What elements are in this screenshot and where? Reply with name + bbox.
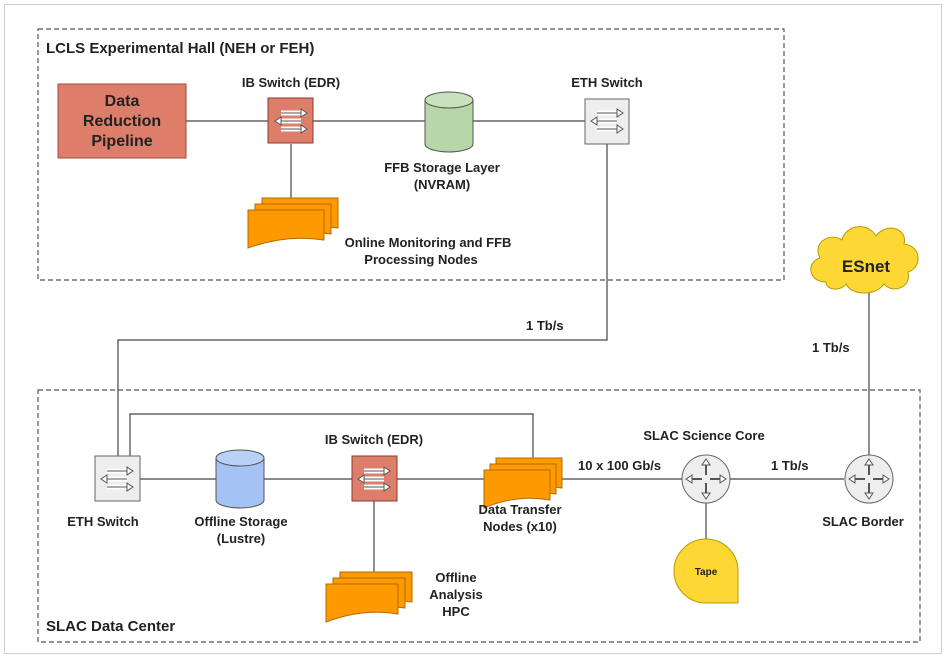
eth-switch-hall-node: ETH Switch (571, 75, 643, 145)
pipeline-label-2: Reduction (83, 113, 161, 130)
esnet-label: ESnet (842, 257, 891, 276)
link-hall-to-dc (117, 144, 608, 456)
eth-switch-hall-label: ETH Switch (571, 75, 643, 90)
ffb-storage-icon (424, 100, 474, 153)
tape-label: Tape (695, 567, 718, 578)
offline-storage-label-2: (Lustre) (217, 531, 265, 546)
dtn-label-1: Data Transfer (478, 502, 561, 517)
online-monitoring-nodes: Online Monitoring and FFB Processing Nod… (247, 197, 512, 267)
ffb-storage-node: FFB Storage Layer (NVRAM) (384, 91, 500, 192)
tape-node: Tape (673, 538, 739, 604)
ib-switch-dc-label: IB Switch (EDR) (325, 432, 423, 447)
esnet-cloud-icon (810, 226, 919, 294)
esnet-node: ESnet (810, 226, 919, 294)
region-title-datacenter: SLAC Data Center (46, 618, 175, 635)
data-transfer-nodes: Data Transfer Nodes (x10) (478, 457, 563, 534)
link-eth-to-dtn-top (129, 413, 534, 460)
online-nodes-icon (247, 209, 325, 249)
science-core-label: SLAC Science Core (643, 428, 764, 443)
slac-border-label: SLAC Border (822, 514, 904, 529)
offline-hpc-label-1: Offline (435, 570, 476, 585)
ffb-storage-label-2: (NVRAM) (414, 177, 470, 192)
ffb-storage-label-1: FFB Storage Layer (384, 160, 500, 175)
eth-switch-dc-label: ETH Switch (67, 514, 139, 529)
eth-switch-dc-node: ETH Switch (67, 455, 141, 529)
pipeline-label-1: Data (105, 93, 140, 110)
slac-border-node: SLAC Border (822, 454, 904, 529)
label-core-to-border: 1 Tb/s (771, 458, 809, 473)
region-title-hall: LCLS Experimental Hall (NEH or FEH) (46, 40, 314, 57)
offline-hpc-nodes: Offline Analysis HPC (325, 570, 483, 623)
label-dtn-to-core: 10 x 100 Gb/s (578, 458, 661, 473)
pipeline-box (57, 83, 187, 159)
ib-switch-hall-node: IB Switch (EDR) (242, 75, 340, 144)
region-data-center (37, 389, 921, 643)
diagram-frame (4, 4, 942, 654)
region-experimental-hall (37, 28, 785, 281)
tape-icon (673, 538, 739, 604)
label-hall-to-dc: 1 Tb/s (526, 318, 564, 333)
offline-hpc-label-3: HPC (442, 604, 470, 619)
science-core-router-icon (681, 454, 731, 504)
dtn-icon (483, 469, 551, 509)
online-nodes-label-1: Online Monitoring and FFB (345, 235, 512, 250)
online-nodes-label-2: Processing Nodes (364, 252, 477, 267)
ib-switch-hall-label: IB Switch (EDR) (242, 75, 340, 90)
slac-border-router-icon (844, 454, 894, 504)
data-reduction-pipeline-node: Data Reduction Pipeline (57, 83, 187, 159)
label-esnet-to-border: 1 Tb/s (812, 340, 850, 355)
ib-switch-dc-node: IB Switch (EDR) (325, 432, 423, 502)
offline-hpc-icon (325, 583, 399, 623)
dtn-label-2: Nodes (x10) (483, 519, 557, 534)
offline-storage-node: Offline Storage (Lustre) (194, 449, 288, 546)
offline-storage-label-1: Offline Storage (194, 514, 287, 529)
offline-storage-icon (215, 458, 265, 509)
science-core-node: SLAC Science Core (643, 428, 765, 504)
pipeline-label-3: Pipeline (91, 133, 152, 150)
offline-hpc-label-2: Analysis (429, 587, 482, 602)
